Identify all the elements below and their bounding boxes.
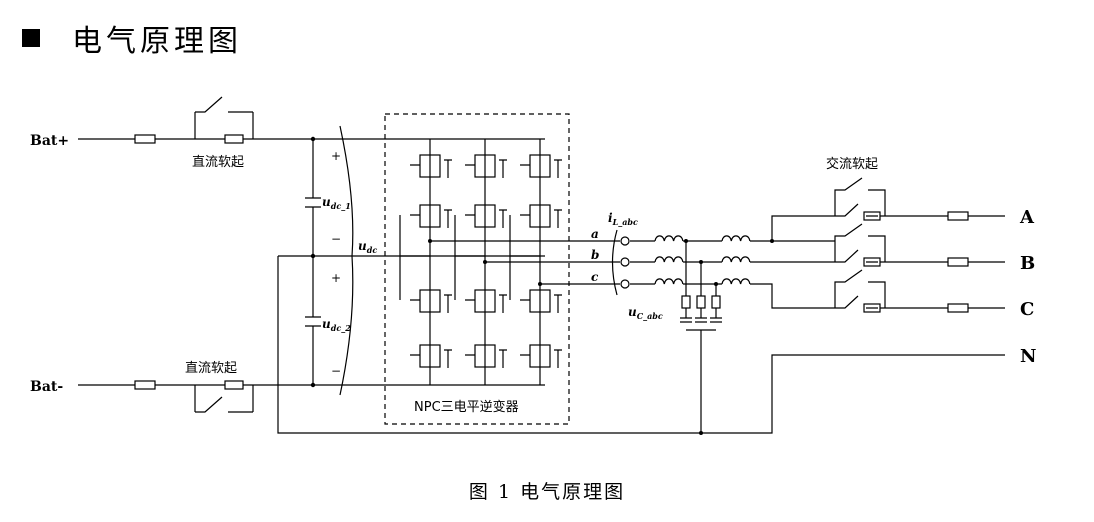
dc-resistor-bottom — [224, 380, 244, 390]
terminal-c-label: C — [1020, 299, 1034, 320]
terminal-b-label: B — [1020, 253, 1035, 274]
inductor-c1 — [654, 278, 684, 285]
bat-minus-label: Bat- — [30, 379, 63, 395]
dc-fuse-top — [134, 134, 156, 144]
terminal-a-label: A — [1019, 207, 1035, 228]
capacitor-top — [305, 197, 321, 208]
inverter-box — [384, 113, 570, 425]
current-sensor-b — [620, 257, 630, 267]
ac-fuse-a — [947, 211, 969, 221]
minus-top-label: − — [331, 232, 341, 246]
inverter-label: NPC三电平逆变器 — [414, 399, 519, 415]
current-brace — [611, 229, 618, 296]
inductor-b1 — [654, 256, 684, 263]
filter-cap-wires — [685, 241, 717, 433]
ac-fuse-b — [947, 257, 969, 267]
dc-fuse-bottom — [134, 380, 156, 390]
inverter-leg-1 — [399, 139, 452, 385]
phase-c-label: c — [591, 270, 599, 284]
midpoint-wire — [277, 255, 1005, 434]
udc1-label: udc_1 — [322, 195, 351, 211]
uc-symbol: u — [628, 305, 637, 319]
il-label: iL_abc — [608, 211, 638, 227]
phase-b-label: b — [591, 248, 599, 262]
il-subscript: L_abc — [612, 217, 638, 227]
phase-c-wire — [540, 283, 835, 309]
ac-switch-a — [834, 177, 886, 217]
terminal-n-label: N — [1020, 346, 1036, 367]
dc-switch-bottom — [195, 396, 253, 413]
current-sensor-a — [620, 236, 630, 246]
ac-fuse-c — [947, 303, 969, 313]
minus-bottom-label: − — [331, 364, 341, 378]
il-symbol: i — [608, 211, 613, 225]
voltage-brace — [339, 125, 354, 396]
phase-a-wire — [430, 215, 835, 242]
bus-negative-wire — [78, 384, 545, 412]
dc-switch-top — [195, 96, 253, 113]
udc2-symbol: u — [322, 317, 331, 331]
udc2-subscript: dc_2 — [331, 323, 351, 333]
udc1-subscript: dc_1 — [331, 201, 351, 211]
uc-label: uC_abc — [628, 305, 663, 321]
dc-soft-start-bottom-label: 直流软起 — [185, 361, 237, 376]
uc-subscript: C_abc — [637, 311, 663, 321]
inductor-a2 — [721, 235, 751, 242]
phase-a-label: a — [591, 227, 599, 241]
figure-caption: 图 1 电气原理图 — [468, 481, 626, 503]
section-heading: 电气原理图 — [22, 16, 242, 60]
inductor-b2 — [721, 256, 751, 263]
plus-bottom-label: + — [331, 271, 341, 285]
bus-positive-wire — [78, 112, 545, 140]
bat-plus-label: Bat+ — [30, 133, 69, 149]
circuit-diagram: Bat+ Bat- 直流软起 直流软起 交流软起 NPC三电平逆变器 + − +… — [30, 96, 1036, 435]
dc-soft-start-top-label: 直流软起 — [192, 155, 244, 170]
udc-symbol: u — [358, 239, 367, 253]
inductor-a1 — [654, 235, 684, 242]
udc2-label: udc_2 — [322, 317, 351, 333]
capacitor-bottom — [305, 316, 321, 327]
plus-top-label: + — [331, 149, 341, 163]
udc1-symbol: u — [322, 195, 331, 209]
ac-switch-c — [834, 269, 886, 309]
dc-resistor-top — [224, 134, 244, 144]
ac-soft-start-label: 交流软起 — [826, 156, 878, 172]
inductor-c2 — [721, 278, 751, 285]
udc-label: udc — [358, 239, 377, 255]
ac-switch-b — [834, 223, 886, 263]
current-sensor-c — [620, 279, 630, 289]
udc-subscript: dc — [367, 245, 378, 255]
heading-text: 电气原理图 — [72, 24, 242, 59]
bullet-square-icon — [22, 29, 40, 47]
